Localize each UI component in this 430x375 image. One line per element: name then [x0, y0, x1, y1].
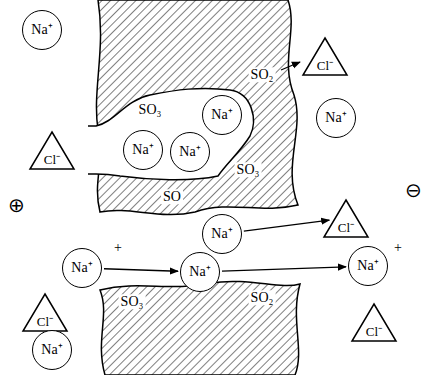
group-label: SO₃: [119, 294, 146, 309]
ion-symbol: Na⁺: [189, 265, 210, 279]
electrode-sign: ⊕: [6, 194, 27, 216]
chloride-ion: Cl⁻: [29, 131, 75, 170]
ion-symbol: Cl⁻: [366, 325, 382, 338]
sodium-ion: Na⁺: [62, 248, 102, 288]
ion-symbol: Na⁺: [71, 261, 92, 275]
electrode-sign: ⊖: [403, 179, 424, 201]
sodium-ion: Na⁺: [170, 132, 210, 172]
migration-arrow: [244, 220, 329, 231]
ion-symbol: Na⁺: [31, 23, 52, 37]
triangle-shape: [23, 294, 67, 331]
ion-symbol: Cl⁻: [44, 153, 60, 166]
triangle-shape: [303, 38, 347, 75]
migration-arrow: [104, 269, 178, 272]
ion-symbol: Cl⁻: [338, 221, 354, 234]
chloride-ion: Cl⁻: [22, 293, 68, 332]
membrane-lower: [100, 281, 300, 375]
sodium-ion: Na⁺: [180, 252, 220, 292]
ion-symbol: Na⁺: [211, 227, 232, 241]
triangle-shape: [324, 200, 368, 237]
chloride-ion: Cl⁻: [302, 37, 348, 76]
sodium-ion: Na⁺: [348, 246, 388, 286]
group-label: SO₃: [235, 162, 262, 177]
sodium-ion: Na⁺: [202, 214, 242, 254]
ion-symbol: Cl⁻: [37, 315, 53, 328]
group-label: SO₂: [249, 290, 276, 305]
triangle-shape: [352, 304, 396, 341]
release-arrow: [281, 62, 300, 70]
ion-symbol: Na⁺: [211, 108, 232, 122]
chloride-ion: Cl⁻: [323, 199, 369, 238]
group-label: SO₂: [249, 67, 276, 82]
ion-symbol: Na⁺: [132, 143, 153, 157]
sodium-ion: Na⁺: [22, 10, 62, 50]
ion-symbol: Na⁺: [325, 111, 346, 125]
group-label: +: [112, 240, 124, 255]
ion-symbol: Cl⁻: [317, 59, 333, 72]
membrane-pore: [88, 88, 253, 179]
chloride-ion: Cl⁻: [351, 303, 397, 342]
group-label: +: [392, 240, 404, 255]
sodium-ion: Na⁺: [316, 98, 356, 138]
sodium-ion: Na⁺: [32, 330, 72, 370]
group-label: SO₃: [137, 102, 164, 117]
sodium-ion: Na⁺: [202, 95, 242, 135]
ion-symbol: Na⁺: [41, 343, 62, 357]
sodium-ion: Na⁺: [123, 130, 163, 170]
group-label: SO: [161, 189, 183, 204]
migration-arrow: [222, 267, 346, 271]
ion-symbol: Na⁺: [179, 145, 200, 159]
ion-symbol: Na⁺: [357, 259, 378, 273]
triangle-shape: [30, 132, 74, 169]
